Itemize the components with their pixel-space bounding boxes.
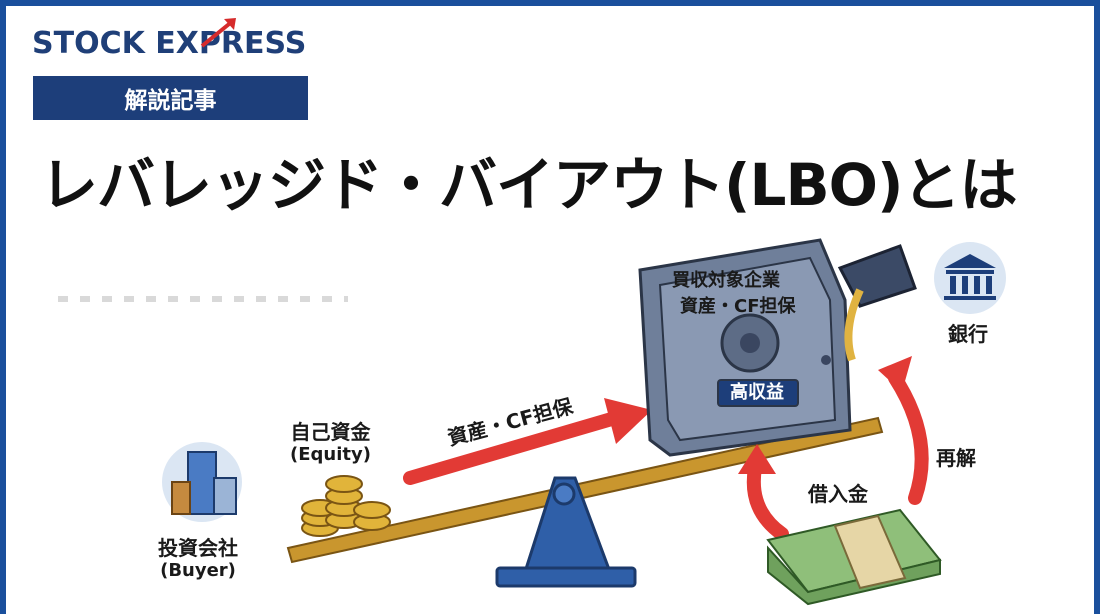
safe-icon — [638, 238, 852, 457]
safe-label-target: 買収対象企業 — [672, 270, 780, 291]
pouring-cup-icon — [837, 244, 917, 362]
money-stack-icon — [766, 508, 942, 606]
category-badge[interactable]: 解説記事 — [33, 76, 308, 120]
faded-subtitle — [58, 296, 348, 302]
seesaw-beam — [286, 416, 884, 564]
fulcrum-icon — [495, 476, 637, 588]
bank-icon — [934, 242, 1006, 314]
buyer-title: 投資会社 — [158, 536, 238, 560]
safe-label-collateral: 資産・CF担保 — [680, 296, 796, 317]
loan-label: 借入金 — [808, 482, 868, 506]
equity-arrow — [403, 398, 652, 485]
bank-label: 銀行 — [948, 322, 988, 346]
page-title: レバレッジド・バイアウト(LBO)とは — [40, 151, 1017, 219]
loan-arrow — [738, 444, 789, 541]
repay-arrow — [878, 356, 929, 505]
brand-logo-text: STOCK EXPRESS — [32, 26, 307, 61]
buyer-subtitle: (Buyer) — [160, 560, 236, 581]
equity-label: 自己資金 (Equity) — [290, 420, 371, 466]
buyer-label: 投資会社 (Buyer) — [158, 536, 238, 582]
logo-arrow-icon — [200, 18, 236, 48]
equity-subtitle: (Equity) — [290, 444, 371, 465]
safe-plate-label: 高収益 — [730, 382, 784, 403]
brand-logo[interactable]: STOCK EXPRESS — [32, 18, 307, 61]
coin-stack-icon — [301, 475, 391, 537]
repay-label: 再解 — [936, 446, 976, 470]
equity-title: 自己資金 — [290, 420, 371, 444]
building-icon — [162, 442, 242, 522]
